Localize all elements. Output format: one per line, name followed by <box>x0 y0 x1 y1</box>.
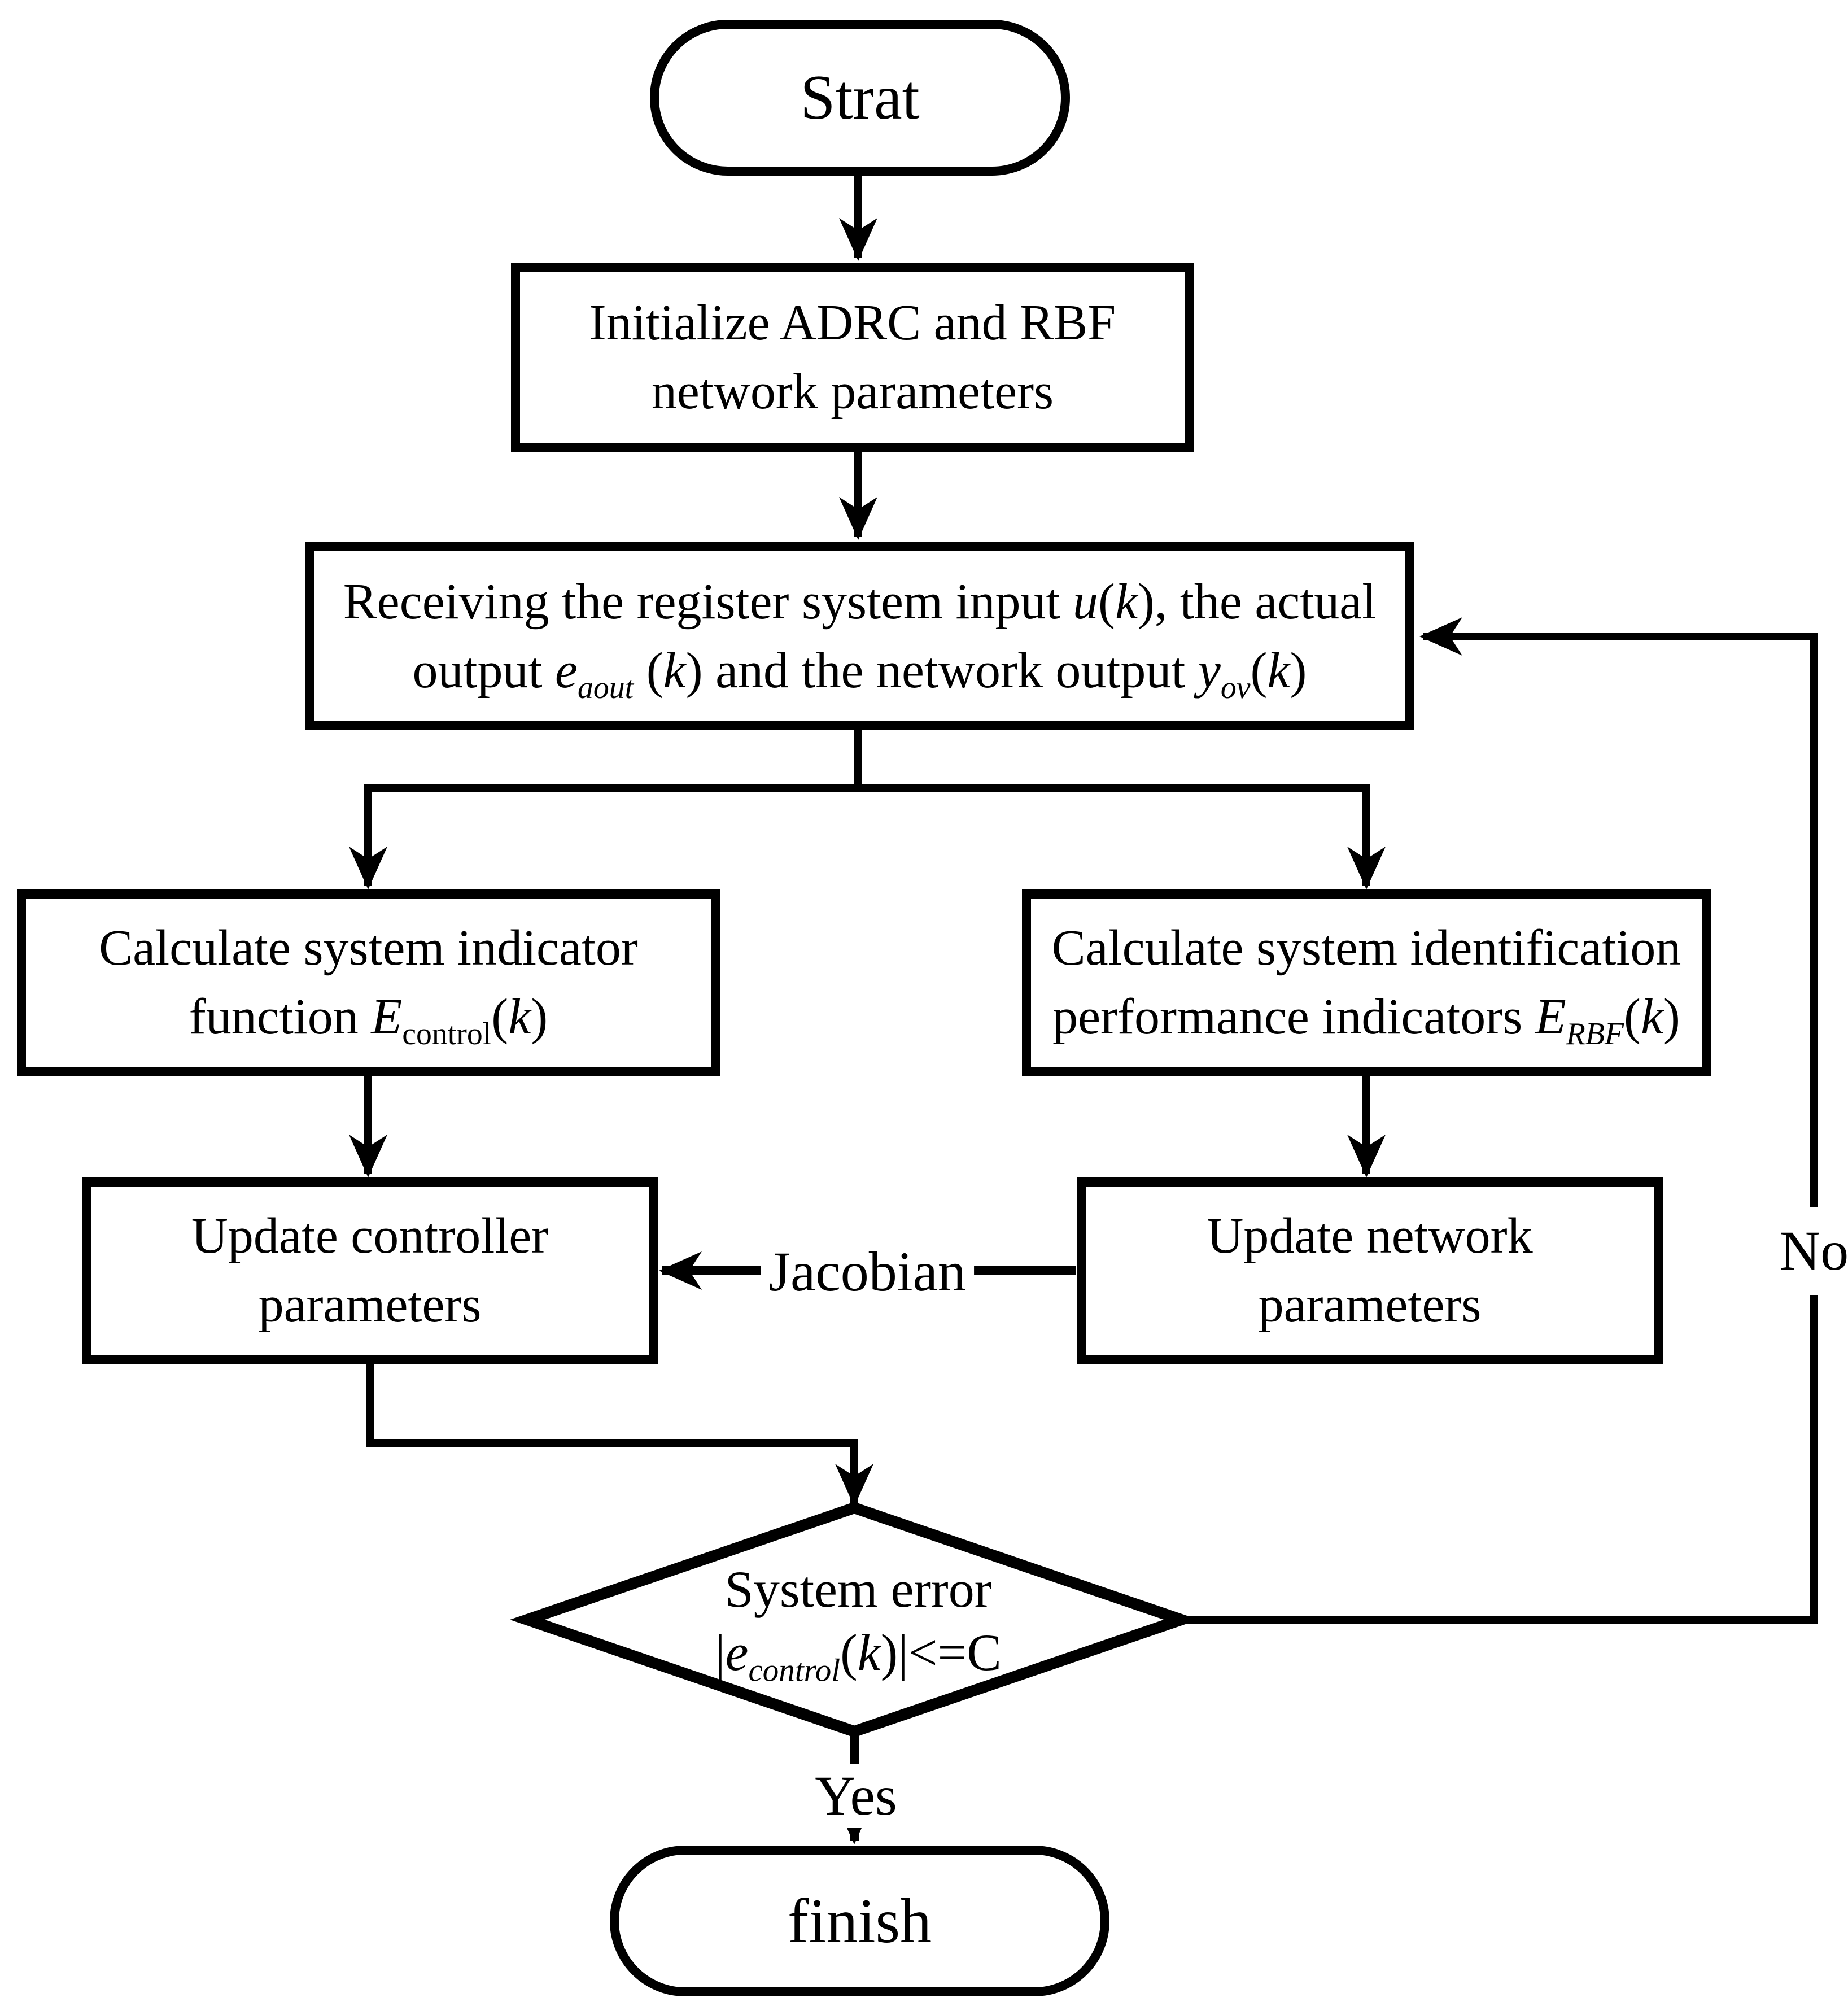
finish-node: finish <box>610 1846 1109 1996</box>
decision-node-label: System error|econtrol(k)|<=C <box>715 1560 1002 1689</box>
receive-node: Receiving the register system input u(k)… <box>305 542 1414 730</box>
no-edge-label: No <box>1776 1207 1848 1295</box>
start-node-label: Strat <box>800 63 920 133</box>
start-node: Strat <box>650 20 1070 176</box>
jacobian-edge-label: Jacobian <box>761 1244 974 1300</box>
yes-edge-label: Yes <box>806 1764 906 1828</box>
finish-node-label: finish <box>787 1886 932 1956</box>
receive-node-label: Receiving the register system input u(k)… <box>343 573 1377 705</box>
arrow-update-controller-to-decision <box>366 1363 873 1507</box>
decision-node-shape <box>510 1502 1199 1738</box>
arrow-no-loop <box>1180 617 1818 1624</box>
